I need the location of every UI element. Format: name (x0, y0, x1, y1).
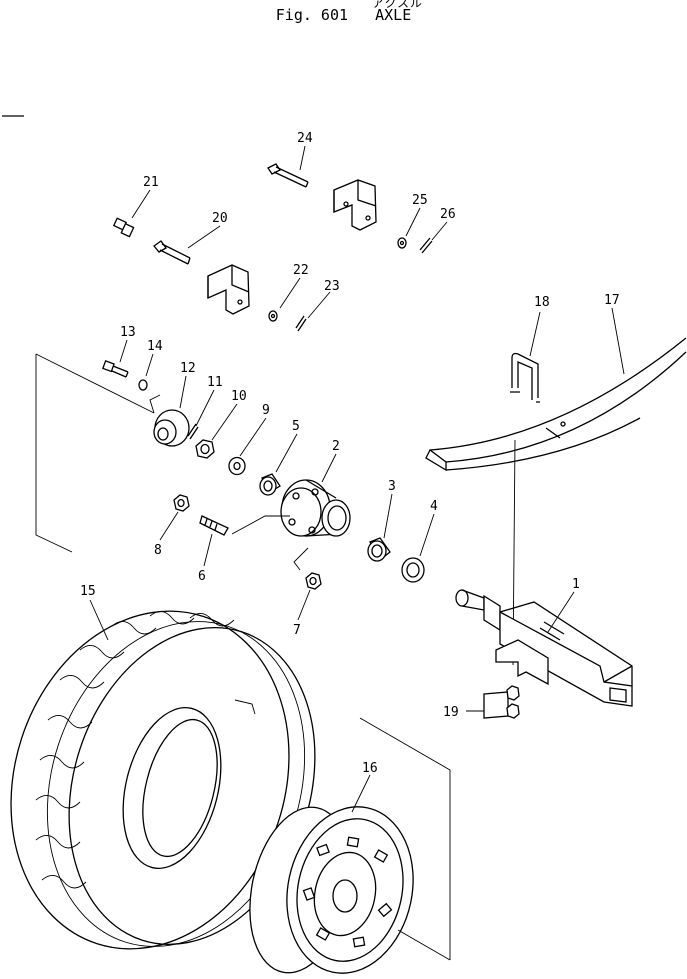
axle-beam-1 (455, 589, 633, 707)
bearing-3 (367, 537, 391, 562)
wheel-rim-16 (249, 806, 414, 974)
oil-seal-4 (401, 557, 425, 583)
callout-7: 7 (293, 623, 301, 638)
callout-9: 9 (262, 403, 270, 418)
figure-number: 601 (320, 6, 349, 24)
washer-25 (397, 237, 407, 249)
leaf-spring-17 (425, 337, 687, 472)
diagram-title-japanese: アクスル (372, 0, 424, 10)
washer-22 (268, 310, 278, 322)
callout-23: 23 (324, 279, 340, 294)
callout-14: 14 (147, 339, 163, 354)
callout-2: 2 (332, 439, 340, 454)
callout-25: 25 (412, 193, 428, 208)
callout-13: 13 (120, 325, 136, 340)
bracket-lower (207, 264, 250, 315)
callout-15: 15 (80, 584, 96, 599)
washer-14 (138, 379, 148, 391)
callout-4: 4 (430, 499, 438, 514)
figure-name: AXLE (375, 6, 412, 24)
callout-1: 1 (572, 577, 580, 592)
figure-label: Fig. (275, 6, 312, 24)
bolt-24 (267, 163, 309, 188)
washer-9 (228, 456, 246, 476)
bearing-5 (259, 473, 281, 496)
callout-labels: 24 21 25 26 20 22 23 13 14 12 11 10 9 5 … (80, 131, 620, 776)
callout-21: 21 (143, 175, 159, 190)
nuts-19 (483, 685, 520, 719)
assembly-frame-left (35, 353, 155, 553)
lug-nut-8 (173, 494, 190, 512)
u-bolt-18 (510, 352, 540, 666)
leader-lines (89, 145, 625, 813)
callout-18: 18 (534, 295, 550, 310)
callout-3: 3 (388, 479, 396, 494)
callout-8: 8 (154, 543, 162, 558)
wheel-hub-2 (280, 479, 351, 537)
bolt-20 (153, 240, 191, 265)
lug-nut-7 (305, 572, 322, 590)
callout-26: 26 (440, 207, 456, 222)
cotter-pin-23 (295, 315, 307, 332)
callout-24: 24 (297, 131, 313, 146)
wheel-stud-6 (199, 515, 229, 536)
bracket-upper (333, 179, 377, 231)
callout-16: 16 (362, 761, 378, 776)
bolt-13 (102, 360, 129, 378)
figure-title: Fig. 601 AXLE (0, 6, 687, 24)
callout-22: 22 (293, 263, 309, 278)
callout-19: 19 (443, 705, 459, 720)
hub-cap-12 (153, 409, 190, 447)
tire-15 (10, 610, 316, 950)
callout-6: 6 (198, 569, 206, 584)
grease-fitting-21 (112, 217, 135, 238)
callout-5: 5 (292, 419, 300, 434)
callout-10: 10 (231, 389, 247, 404)
callout-17: 17 (604, 293, 620, 308)
cotter-pin-26 (419, 237, 433, 254)
cotter-pin-11 (187, 423, 199, 440)
callout-12: 12 (180, 361, 196, 376)
castle-nut-10 (195, 439, 215, 459)
callout-20: 20 (212, 211, 228, 226)
callout-11: 11 (207, 375, 223, 390)
